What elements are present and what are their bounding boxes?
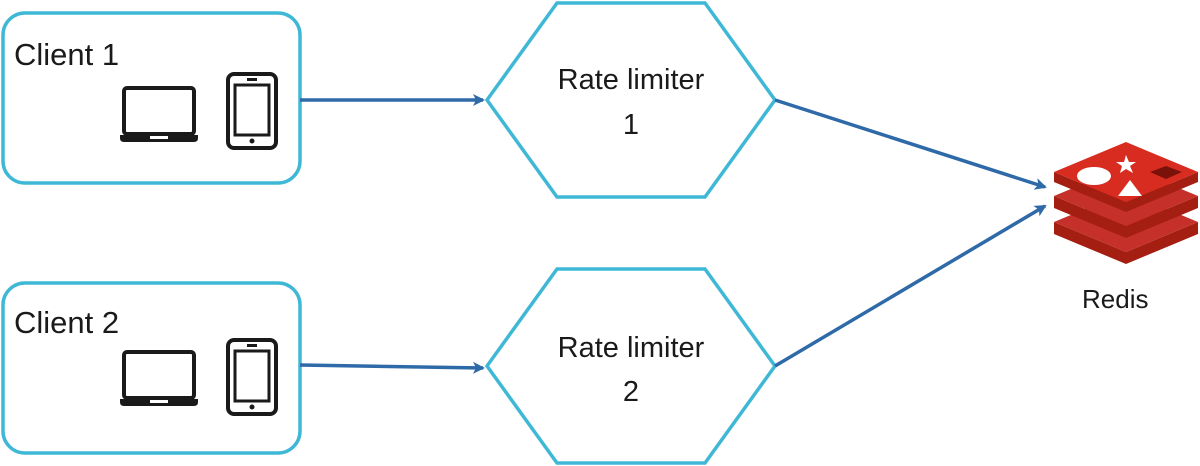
rate-limiter-hexagon-1 [484, 1, 778, 199]
client-box-2 [1, 281, 302, 455]
client-label: Client 1 [14, 37, 120, 72]
arrow-client2-to-limiter2 [299, 361, 485, 374]
rate-limiter-label: Rate limiter [557, 64, 705, 96]
redis-label: Redis [1082, 284, 1149, 314]
laptop-icon [120, 86, 198, 142]
rate-limiter-hexagon-2 [484, 267, 778, 465]
laptop-icon [120, 350, 198, 406]
rate-limiter-number: 2 [622, 376, 640, 408]
arrow-limiter1-to-redis [774, 98, 1047, 190]
redis-logo-icon [1054, 142, 1198, 264]
tablet-icon [226, 338, 278, 416]
arrow-limiter2-to-redis [774, 204, 1047, 368]
rate-limiter-label: Rate limiter [557, 332, 705, 364]
client-box-1 [1, 11, 302, 185]
client-label: Client 2 [14, 305, 120, 340]
tablet-icon [226, 72, 278, 150]
rate-limiter-number: 1 [622, 109, 640, 141]
